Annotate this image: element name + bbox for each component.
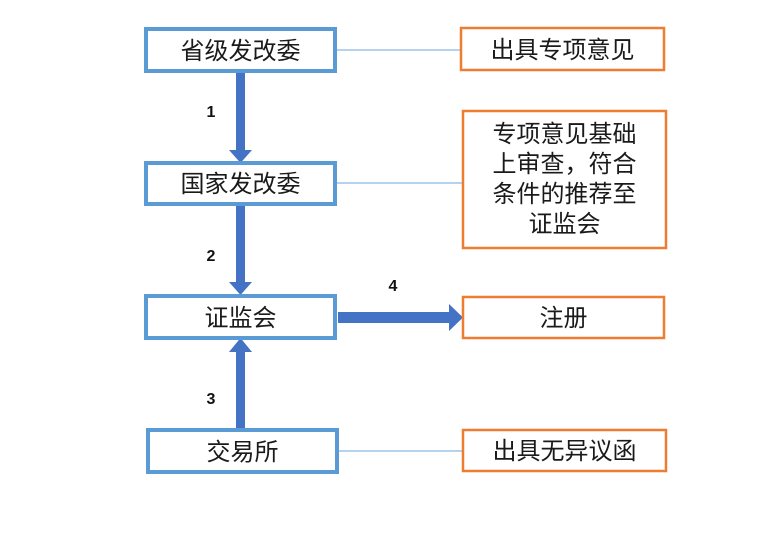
node-national-ndrc-label: 国家发改委	[181, 170, 301, 198]
note-review-line-1: 专项意见基础	[493, 120, 637, 148]
node-csrc: 证监会	[144, 294, 337, 340]
note-no-objection-label: 出具无异议函	[493, 437, 637, 465]
arrow-step-1	[229, 72, 252, 163]
node-national-ndrc: 国家发改委	[144, 161, 337, 206]
note-special-opinion-label: 出具专项意见	[491, 36, 635, 64]
step-number-2: 2	[207, 248, 216, 265]
node-provincial-ndrc: 省级发改委	[144, 27, 337, 73]
arrow-step-3	[229, 338, 252, 430]
note-special-opinion: 出具专项意见	[459, 26, 666, 72]
arrow-step-2	[229, 205, 252, 295]
note-review-line-3: 条件的推荐至	[493, 180, 637, 208]
node-exchange: 交易所	[146, 428, 339, 474]
note-review: 专项意见基础 上审查，符合 条件的推荐至 证监会	[461, 109, 668, 250]
note-registration: 注册	[461, 295, 666, 340]
step-number-1: 1	[207, 104, 216, 121]
node-provincial-ndrc-label: 省级发改委	[181, 37, 301, 65]
note-review-line-2: 上审查，符合	[493, 150, 637, 178]
node-csrc-label: 证监会	[205, 304, 277, 332]
arrow-step-4	[338, 304, 463, 331]
note-review-line-4: 证监会	[529, 210, 601, 238]
step-number-3: 3	[207, 391, 216, 408]
note-no-objection: 出具无异议函	[461, 428, 668, 473]
step-number-4: 4	[389, 278, 398, 295]
note-registration-label: 注册	[540, 304, 588, 332]
node-exchange-label: 交易所	[207, 438, 279, 466]
